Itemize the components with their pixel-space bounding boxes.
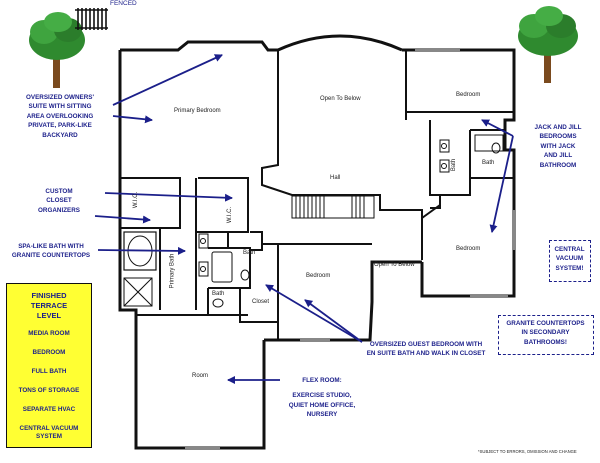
tree-right-icon (518, 6, 578, 83)
callout-line: GRANITE COUNTERTOPS (11, 252, 91, 260)
terrace-item: SEPARATE HVAC (22, 406, 76, 413)
fence-icon (75, 8, 108, 30)
callout-line: SUITE WITH SITTING (28, 103, 92, 111)
room-label-closet: Closet (252, 299, 270, 305)
callout-line: OVERSIZED GUEST BEDROOM WITH (369, 341, 483, 348)
terrace-item: TONS OF STORAGE (18, 387, 80, 394)
callout-line: AREA OVERLOOKING (26, 112, 94, 120)
callout-guest-bedroom: OVERSIZED GUEST BEDROOM WITH EN SUITE BA… (356, 340, 496, 359)
callout-line: CLOSET (46, 197, 72, 205)
callout-line: NURSERY (306, 411, 338, 419)
callout-custom-closet: CUSTOM CLOSET ORGANIZERS (24, 187, 94, 215)
terrace-title-line: TERRACE (30, 301, 68, 310)
room-label-open-to-below-top: Open To Below (320, 96, 361, 102)
callout-owners-suite: OVERSIZED OWNERS' SUITE WITH SITTING ARE… (8, 93, 112, 140)
stairs (291, 195, 375, 219)
room-label-room: Room (192, 373, 209, 379)
callout-line: AND JILL (543, 152, 573, 160)
callout-line: JACK AND JILL (534, 124, 582, 131)
room-label-primary-bedroom: Primary Bedroom (174, 108, 221, 114)
callout-granite-secondary: GRANITE COUNTERTOPS IN SECONDARY BATHROO… (499, 319, 592, 347)
callout-arrows (94, 54, 514, 384)
room-label-wic-right: W.I.C. (227, 206, 234, 224)
fenced-label: FENCED (110, 0, 137, 7)
callout-line: VACUUM (555, 255, 584, 263)
callout-line: BATHROOM (539, 161, 577, 169)
room-label-bath-ne-small: Bath (482, 160, 495, 166)
callout-line: IN SECONDARY (521, 329, 570, 337)
room-label-bedroom-ne: Bedroom (456, 92, 481, 98)
callout-line: SYSTEM! (555, 264, 584, 272)
exterior-walls (118, 34, 516, 450)
tree-left-icon (29, 12, 85, 88)
callout-spa-bath: SPA-LIKE BATH WITH GRANITE COUNTERTOPS (4, 242, 98, 261)
room-label-wic-left: W.I.C. (133, 191, 140, 209)
sink-icons (198, 139, 450, 277)
callout-line: EXERCISE STUDIO, (292, 392, 352, 400)
callout-line: BACKYARD (42, 131, 78, 139)
room-label-bath-ne: Bath (451, 158, 458, 172)
terrace-item: BEDROOM (32, 349, 66, 356)
room-label-bath-center: Bath (243, 250, 256, 256)
callout-line: SPA-LIKE BATH WITH (18, 243, 84, 250)
callout-line: PRIVATE, PARK-LIKE (28, 122, 92, 130)
small-tub-icon (211, 134, 504, 283)
central-vacuum-box: CENTRAL VACUUM SYSTEM! (549, 240, 591, 282)
callout-line: CENTRAL (554, 246, 585, 253)
terrace-item: SYSTEM (36, 433, 62, 440)
callout-central-vac: CENTRAL VACUUM SYSTEM! (550, 245, 589, 273)
footnote: *SUBJECT TO ERRORS, OMISSION AND CHANGE (478, 449, 577, 454)
callout-line: BEDROOMS (539, 133, 577, 141)
terrace-item: CENTRAL VACUUM (19, 425, 79, 432)
room-label-bath-small: Bath (212, 291, 225, 297)
terrace-level-box: FINISHED TERRACE LEVEL MEDIA ROOM BEDROO… (6, 283, 92, 448)
interior-walls (120, 50, 514, 340)
callout-flex-room: FLEX ROOM: EXERCISE STUDIO, QUIET HOME O… (280, 376, 364, 420)
room-label-open-to-below-mid: Open To Below (374, 262, 415, 268)
callout-line: EN SUITE BATH AND WALK IN CLOSET (366, 350, 486, 358)
callout-line: GRANITE COUNTERTOPS (506, 320, 585, 327)
room-label-bedroom-center: Bedroom (306, 273, 331, 279)
callout-line: CUSTOM (45, 188, 73, 195)
room-label-bedroom-se: Bedroom (456, 246, 481, 252)
callout-line: BATHROOMS! (524, 338, 567, 346)
room-label-hall: Hall (330, 175, 341, 181)
callout-line: ORGANIZERS (38, 206, 80, 214)
terrace-item: MEDIA ROOM (28, 330, 70, 337)
callout-line: FLEX ROOM: (302, 377, 342, 384)
callout-line: WITH JACK (540, 142, 576, 150)
toilet-icon (212, 142, 501, 308)
terrace-item: FULL BATH (31, 368, 67, 375)
callout-jack-jill: JACK AND JILL BEDROOMS WITH JACK AND JIL… (520, 123, 596, 170)
room-label-primary-bath: Primary Bath (169, 253, 176, 289)
terrace-title-line: LEVEL (36, 311, 62, 320)
callout-line: OVERSIZED OWNERS' (26, 94, 94, 101)
callout-line: QUIET HOME OFFICE, (288, 401, 356, 409)
shower-icon (123, 277, 153, 307)
terrace-title-line: FINISHED (31, 291, 67, 300)
granite-secondary-box: GRANITE COUNTERTOPS IN SECONDARY BATHROO… (498, 315, 594, 355)
windows (185, 49, 515, 449)
